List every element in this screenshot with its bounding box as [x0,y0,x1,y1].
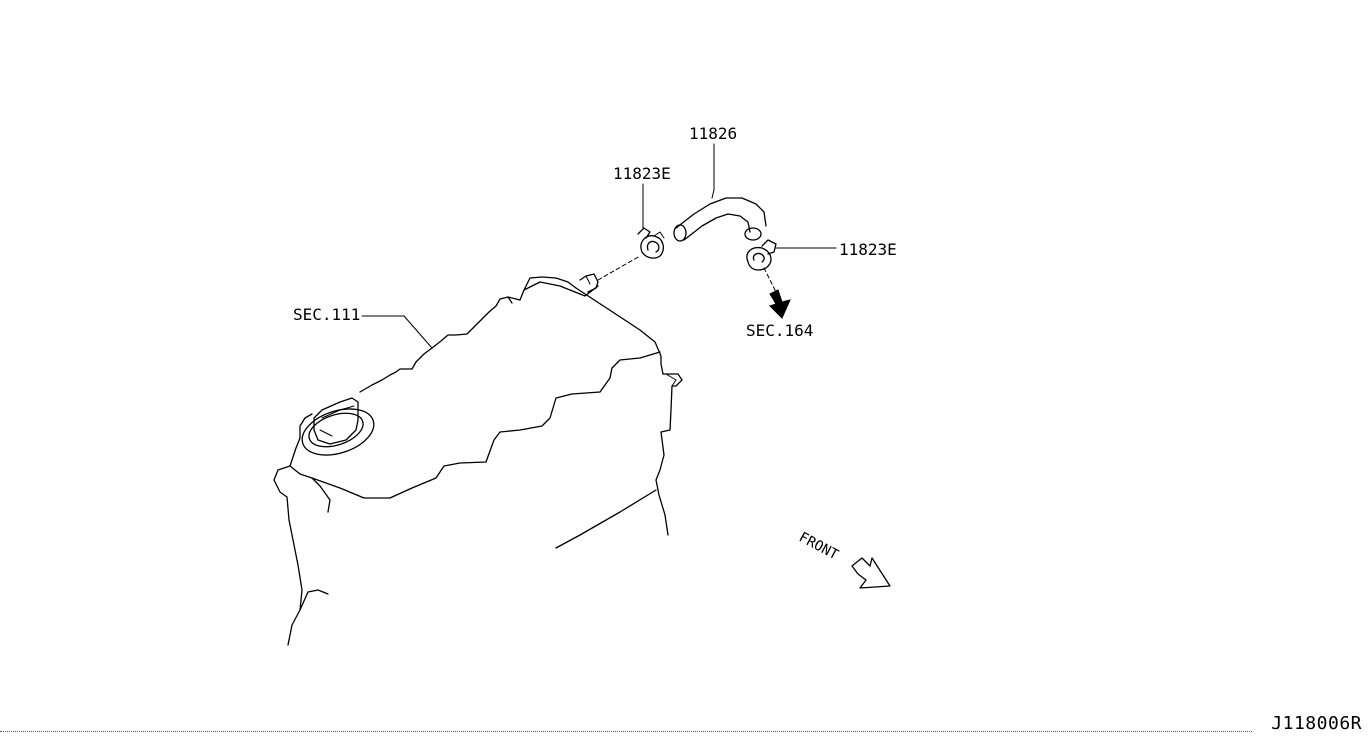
front-label: FRONT [796,529,841,563]
oil-filler-cap [301,397,375,456]
front-arrow-icon [851,557,891,589]
front-indicator: FRONT [796,529,891,589]
leader-lines [361,143,837,349]
breather-nipple [579,273,599,293]
callout-sec-111: SEC.111 [293,305,360,324]
callout-hose-11826: 11826 [689,124,737,143]
breather-hose [673,197,767,242]
flow-arrow-down [769,289,791,319]
hose-clamp-right [746,239,777,271]
callout-clamp-right-11823e: 11823E [839,240,897,259]
rocker-cover-outline [273,276,683,646]
callout-sec-164: SEC.164 [746,321,813,340]
connection-lines [597,255,777,293]
bottom-dotted-rule [0,731,1252,732]
diagram-code: J118006R [1271,713,1362,734]
hose-clamp-left [637,227,665,259]
callout-clamp-left-11823e: 11823E [613,164,671,183]
